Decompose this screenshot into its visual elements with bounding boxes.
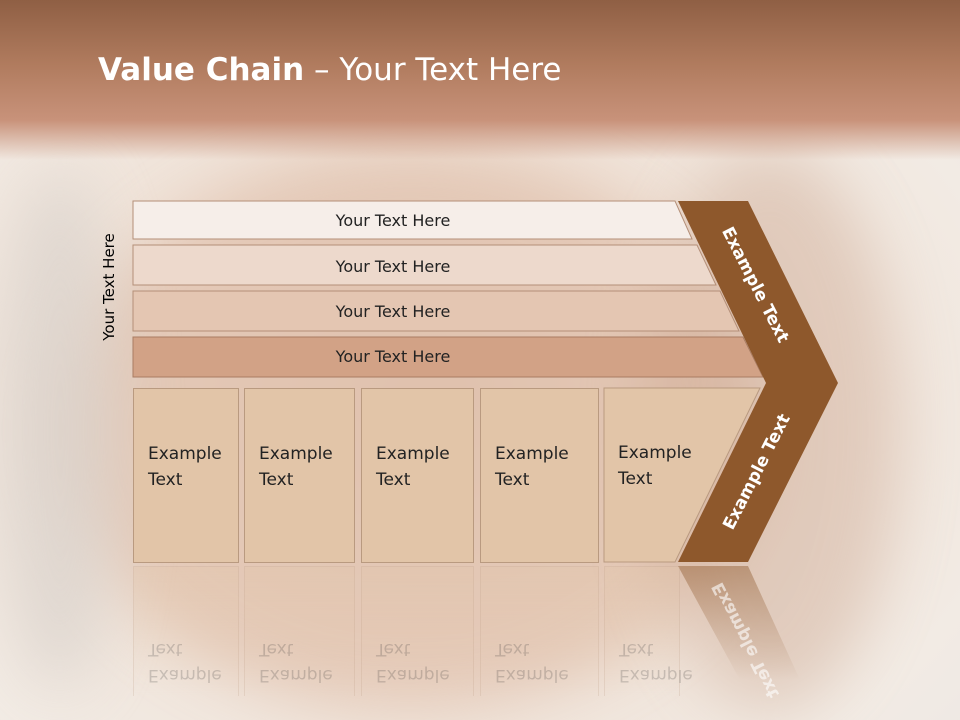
box-reflection-5-text: Example Text	[619, 636, 693, 688]
example-box-1-line2: Text	[148, 470, 183, 490]
box-reflection-3: Example Text	[361, 566, 474, 696]
row-4-label: Your Text Here	[335, 346, 451, 366]
row-shape-1	[132, 200, 693, 240]
box-reflection-3-text: Example Text	[376, 636, 450, 688]
background-photo-shade	[0, 170, 120, 690]
box-reflection-3-line2: Text	[376, 639, 411, 659]
example-box-3-line1: Example	[376, 444, 450, 464]
title-bold: Value Chain	[98, 52, 305, 88]
row-shape-4	[132, 336, 764, 378]
chevron-reflection	[678, 566, 800, 680]
box-reflection-2-line1: Example	[259, 665, 333, 685]
box-reflection-4: Example Text	[480, 566, 599, 696]
row-3: Your Text Here	[133, 291, 693, 331]
example-box-3-line2: Text	[376, 470, 411, 490]
box-reflection-1: Example Text	[133, 566, 239, 696]
row-1-label: Your Text Here	[335, 210, 451, 230]
example-box-2-line1: Example	[259, 444, 333, 464]
box-reflection-5-line1: Example	[619, 665, 693, 685]
box-reflection-2-line2: Text	[259, 639, 294, 659]
example-box-4: Example Text	[480, 388, 599, 563]
box-reflection-4-text: Example Text	[495, 636, 569, 688]
example-box-2-line2: Text	[259, 470, 294, 490]
row-3-label: Your Text Here	[335, 301, 451, 321]
example-box-3: Example Text	[361, 388, 474, 563]
row-shape-2	[132, 244, 717, 286]
example-box-5-line2: Text	[618, 469, 653, 489]
row-2-label: Your Text Here	[335, 256, 451, 276]
box-reflection-4-line1: Example	[495, 665, 569, 685]
row-2: Your Text Here	[133, 246, 693, 286]
box-reflection-4-line2: Text	[495, 639, 530, 659]
box-reflection-3-line1: Example	[376, 665, 450, 685]
box-shape-5	[603, 387, 761, 563]
box-reflection-5: Example Text	[604, 566, 693, 696]
slide-title: Value Chain – Your Text Here	[98, 52, 561, 88]
title-band	[0, 0, 960, 160]
example-box-1: Example Text	[133, 388, 239, 563]
row-shape-3	[132, 290, 740, 332]
row-1: Your Text Here	[133, 200, 693, 240]
example-box-5-line1: Example	[618, 443, 692, 463]
box-reflection-1-line1: Example	[148, 665, 222, 685]
example-box-4-line1: Example	[495, 444, 569, 464]
row-4: Your Text Here	[133, 336, 693, 376]
example-box-1-line1: Example	[148, 444, 222, 464]
example-box-5: Example Text	[604, 388, 724, 563]
box-reflection-2-text: Example Text	[259, 636, 333, 688]
box-reflection-1-text: Example Text	[148, 636, 222, 688]
chevron-shape	[678, 201, 838, 562]
box-reflection-5-line2: Text	[619, 639, 654, 659]
box-reflection-1-line2: Text	[148, 639, 183, 659]
example-box-2: Example Text	[244, 388, 355, 563]
title-rest: – Your Text Here	[304, 52, 562, 88]
example-box-4-line2: Text	[495, 470, 530, 490]
box-reflection-2: Example Text	[244, 566, 355, 696]
